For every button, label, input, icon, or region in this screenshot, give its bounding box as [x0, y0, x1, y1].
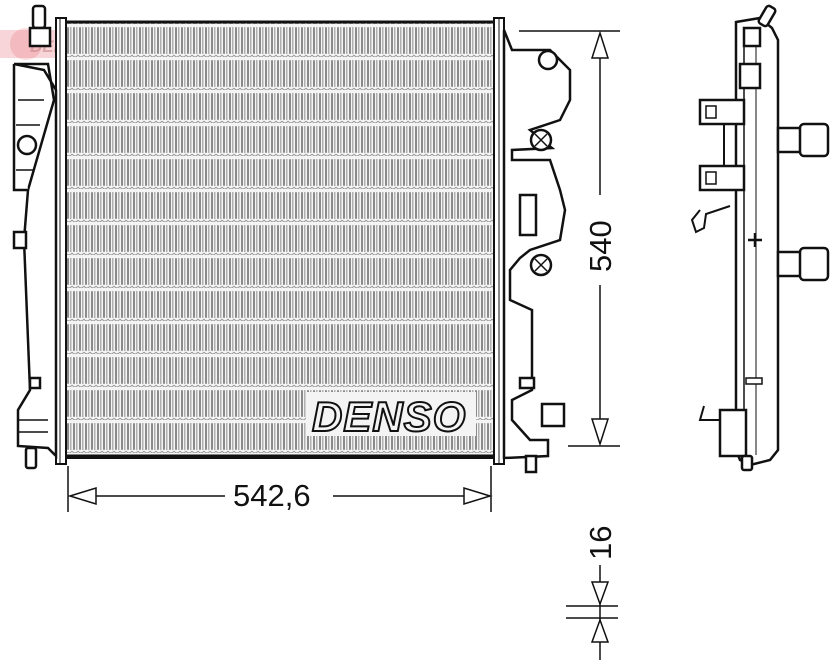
denso-logo: DENSO: [312, 393, 466, 440]
height-dimension: [519, 30, 620, 447]
radiator-core: [63, 21, 497, 459]
width-label: 542,6: [233, 478, 311, 513]
width-dimension: [67, 466, 493, 512]
height-label: 540: [583, 220, 618, 272]
depth-dimension: [566, 565, 618, 660]
front-view: DENSO: [0, 4, 572, 474]
right-side-tank: [502, 29, 572, 474]
left-side-tank: [12, 4, 58, 470]
depth-label: 16: [583, 526, 618, 560]
left-header-tank: [55, 17, 67, 465]
side-view: [690, 4, 830, 472]
